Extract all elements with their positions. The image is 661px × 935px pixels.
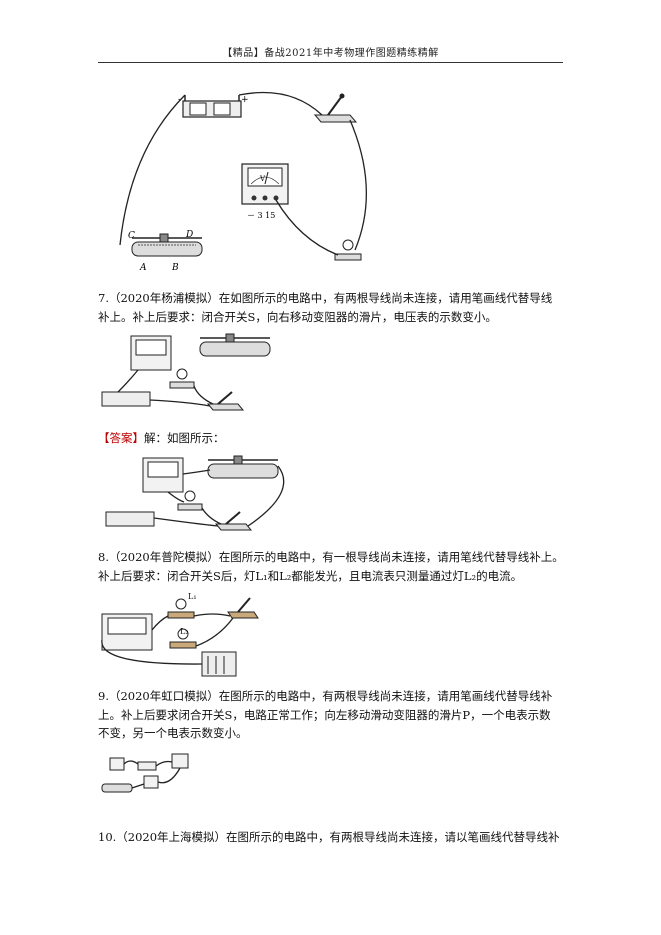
battery-icon <box>137 761 157 771</box>
question-10-line-1: 10.（2020年上海模拟）在图所示的电路中，有两根导线尚未连接，请以笔画线代替… <box>98 830 560 844</box>
circuit-figure-4 <box>101 597 259 677</box>
lamp-icon <box>169 368 195 389</box>
rheostat-icon <box>101 783 133 793</box>
answer-label: 【答案】 <box>98 431 144 445</box>
question-9-line-1: 9.（2020年虹口模拟）在图所示的电路中，有两根导线尚未连接，请用笔画线代替导… <box>98 689 553 703</box>
question-8-line-2: 补上后要求：闭合开关S后，灯L₁和L₂都能发光，且电流表只测量通过灯L₂的电流。 <box>98 569 523 583</box>
meter-icon <box>109 753 189 789</box>
question-9-line-3: 不变，另一个电表示数变小。 <box>98 726 248 740</box>
lamp-icon <box>334 239 362 261</box>
lamp-icon <box>177 490 203 511</box>
circuit-figure-5 <box>101 753 189 793</box>
lamp-icon <box>169 628 197 649</box>
voltmeter-icon <box>130 335 172 371</box>
battery-icon <box>182 95 242 118</box>
battery-icon <box>201 651 237 677</box>
question-7-line-2: 补上。补上后要求：闭合开关S，向右移动变阻器的滑片，电压表的示数变小。 <box>98 310 497 324</box>
question-8-line-1: 8.（2020年普陀模拟）在图所示的电路中，有一根导线尚未连接，请用笔线代替导线… <box>98 550 564 564</box>
rheostat-d-label: D <box>185 230 193 240</box>
lamp-2-label: L₂ <box>180 627 189 636</box>
rheostat-a-label: A <box>139 263 147 273</box>
voltmeter-terminal-labels: － 3 15 <box>247 211 275 220</box>
question-7-line-1: 7.（2020年杨浦模拟）在如图所示的电路中，有两根导线尚未连接，请用笔画线代替… <box>98 291 553 305</box>
battery-icon <box>105 511 155 527</box>
battery-icon <box>101 391 151 407</box>
circuit-figure-1: - + V － 3 15 C D A B <box>119 91 367 273</box>
voltmeter-icon <box>142 457 184 493</box>
ammeter-icon <box>101 613 153 651</box>
voltmeter-face-label: V <box>259 175 266 183</box>
battery-plus-label: + <box>241 95 249 105</box>
switch-icon <box>227 597 259 619</box>
question-9-line-2: 上。补上后要求闭合开关S，电路正常工作；向左移动滑动变阻器的滑片P，一个电表示数 <box>98 708 551 722</box>
header-divider <box>98 62 563 63</box>
voltmeter-icon <box>241 163 289 205</box>
rheostat-b-label: B <box>171 263 179 273</box>
circuit-figure-2 <box>101 333 271 411</box>
rheostat-icon <box>199 333 271 357</box>
lamp-icon <box>167 598 195 619</box>
switch-icon <box>313 93 358 123</box>
answer-line: 【答案】解：如图所示： <box>98 428 566 448</box>
lamp-1-label: L₁ <box>188 592 197 601</box>
rheostat-icon <box>131 233 203 257</box>
switch-icon <box>214 511 253 531</box>
rheostat-c-label: C <box>128 231 135 241</box>
rheostat-icon <box>207 455 279 479</box>
page-header: 【精品】备战2021年中考物理作图题精练精解 <box>222 48 439 59</box>
circuit-figure-3 <box>105 455 285 531</box>
switch-icon <box>206 391 245 411</box>
answer-text: 解：如图所示： <box>144 431 225 445</box>
